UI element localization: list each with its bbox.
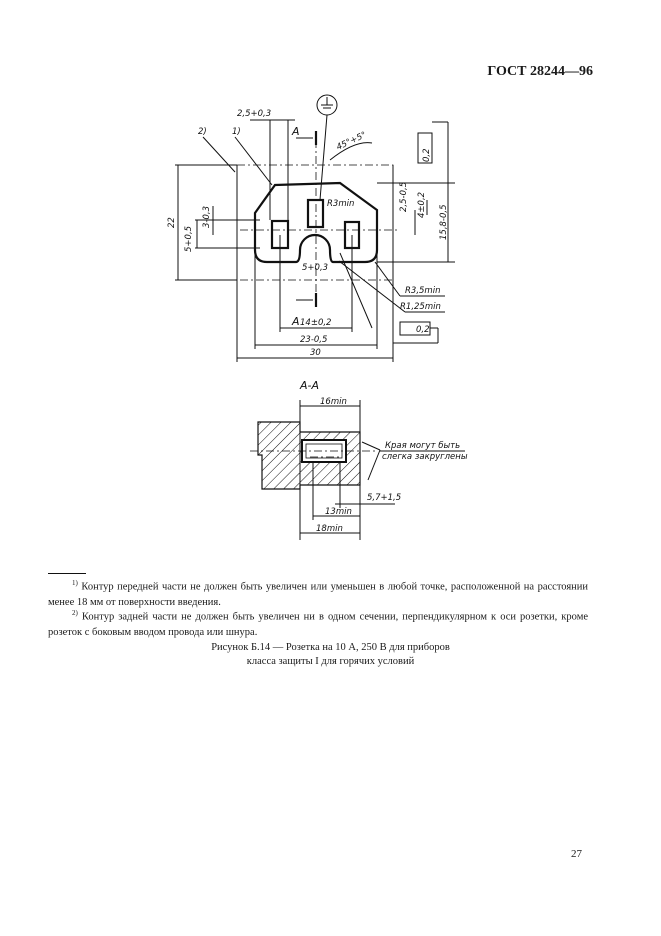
dim-5-7: 5,7+1,5 — [367, 493, 401, 503]
section-title: A-A — [299, 379, 319, 392]
radius-r1-25: R1,25min — [400, 302, 441, 312]
dim-2-5: 2,5+0,3 — [237, 109, 271, 119]
socket-front-view: 2,5+0,3 2) 1) A A 45°+5° 0,2 22 3-0,3 5+… — [167, 94, 455, 362]
note-2-label: 2) — [198, 127, 207, 137]
dim-30: 30 — [310, 348, 321, 358]
dim-18: 18min — [316, 524, 343, 534]
section-a-a: A-A 16min Края могут быть слегка закругл… — [250, 379, 468, 540]
dim-5: 5+0,5 — [184, 226, 194, 252]
note-rounded-edges-1: Края могут быть — [385, 441, 460, 451]
dim-14: 14±0,2 — [300, 318, 331, 328]
flatness-tolerance-top — [417, 132, 433, 164]
radius-r3: R3min — [327, 199, 354, 209]
dim-23: 23-0,5 — [300, 335, 327, 345]
radius-r3-5: R3,5min — [405, 286, 440, 296]
section-mark-bottom: A — [291, 315, 300, 328]
figure-caption-line-1: Рисунок Б.14 — Розетка на 10 А, 250 В дл… — [211, 642, 450, 653]
section-mark-top: A — [291, 125, 300, 138]
tolerance-bottom-value: 0,2 — [416, 325, 430, 335]
page-number: 27 — [571, 848, 582, 860]
dim-22: 22 — [167, 217, 177, 228]
dim-angle: 45°+5° — [335, 130, 368, 153]
dim-2-5-right: 2,5-0,5 — [399, 182, 409, 212]
note-rounded-edges-2: слегка закруглены — [382, 452, 468, 462]
footnote-2: 2) Контур задней части не должен быть ув… — [48, 606, 588, 640]
dim-16: 16min — [320, 397, 347, 407]
socket-outline — [253, 181, 379, 264]
footnote-text: Контур передней части не должен быть уве… — [48, 581, 589, 608]
earth-symbol-icon — [316, 94, 338, 116]
dim-3: 3-0,3 — [202, 206, 212, 228]
dim-4: 4±0,2 — [417, 192, 427, 218]
footnote-mark: 1) — [72, 579, 78, 587]
footnote-1: 1) Контур передней части не должен быть … — [48, 576, 588, 610]
dim-13: 13min — [325, 507, 352, 517]
footnote-text: Контур задней части не должен быть увели… — [48, 611, 589, 638]
note-1-label: 1) — [232, 127, 241, 137]
dim-5-bottom: 5+0,3 — [302, 263, 328, 273]
standard-header: ГОСТ 28244—96 — [487, 64, 593, 79]
footnote-mark: 2) — [72, 609, 78, 617]
tolerance-top-value: 0,2 — [422, 148, 432, 162]
figure-caption-line-2: класса защиты I для горячих условий — [246, 656, 415, 667]
footnote-rule — [48, 573, 86, 574]
earth-pin-slot — [306, 198, 325, 229]
dim-15-8: 15,8-0,5 — [439, 204, 449, 240]
